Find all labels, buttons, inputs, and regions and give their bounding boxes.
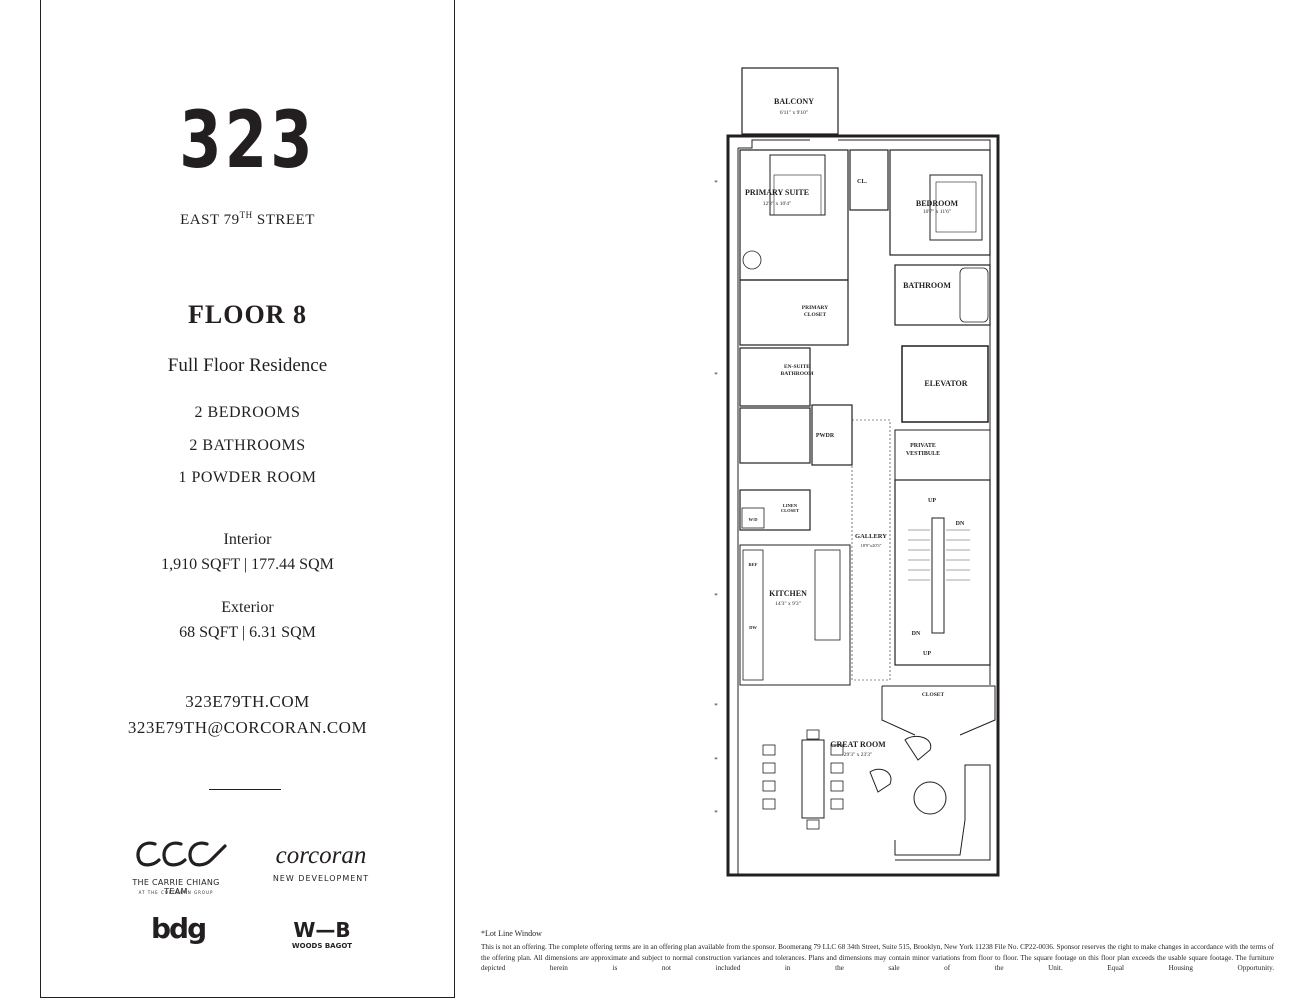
label-cl: CL.	[857, 179, 867, 185]
street-name: EAST 79TH STREET	[180, 210, 315, 228]
lot-line-mark-3: *	[714, 592, 718, 600]
email-link[interactable]: 323E79TH@CORCORAN.COM	[127, 718, 368, 737]
label-balcony: BALCONY	[774, 97, 814, 106]
label-linen-2: CLOSET	[781, 508, 799, 513]
lot-line-mark-2: *	[714, 371, 718, 379]
label-vestibule-2: VESTIBULE	[906, 451, 940, 457]
ccc-logo-sub: AT THE CORCORAN GROUP	[138, 890, 214, 895]
lot-line-mark-5: *	[714, 756, 718, 764]
spec-powder-room: 1 POWDER ROOM	[178, 469, 317, 486]
stair-treads	[908, 529, 970, 581]
label-great-room-dim: 29'3" x 23'3"	[844, 752, 872, 758]
label-primary-closet-2: CLOSET	[804, 312, 827, 318]
residence-type: Full Floor Residence	[167, 355, 328, 376]
exterior-label: Exterior	[221, 599, 274, 616]
label-primary-suite: PRIMARY SUITE	[745, 188, 809, 197]
bdg-logo: bdg	[151, 912, 207, 945]
label-primary-closet-1: PRIMARY	[802, 305, 828, 311]
label-closet: CLOSET	[922, 692, 945, 698]
floor-title: FLOOR 8	[188, 300, 307, 329]
label-up-top: UP	[928, 498, 936, 504]
lot-line-mark-4: *	[714, 702, 718, 710]
lot-line-mark-1: *	[714, 179, 718, 187]
label-primary-suite-dim: 12'2" x 10'4"	[763, 201, 791, 207]
label-gallery-dim: 18'9"x20'3"	[860, 543, 881, 548]
building-number: 323	[179, 96, 316, 186]
label-ensuite-2: BATHROOM	[781, 371, 815, 377]
corcoran-logo: corcoran	[275, 842, 367, 869]
interior-label: Interior	[223, 531, 272, 548]
label-dn-right: DN	[956, 521, 965, 527]
label-great-room: GREAT ROOM	[830, 740, 886, 749]
label-vestibule-1: PRIVATE	[910, 443, 936, 449]
label-kitchen: KITCHEN	[769, 589, 807, 598]
ccc-logo-name: THE CARRIE CHIANG TEAM	[132, 878, 220, 896]
label-dw: DW	[749, 625, 757, 630]
website-link[interactable]: 323E79TH.COM	[185, 692, 310, 711]
label-gallery: GALLERY	[855, 533, 887, 540]
footnote-title: *Lot Line Window	[481, 929, 542, 938]
floor-plan: BALCONY 6'11" x 9'10" PRIMARY SUITE 12'2…	[714, 67, 1000, 877]
balcony-outline	[741, 67, 839, 135]
woods-bagot-logo: W—B	[293, 918, 351, 942]
label-up-bottom: UP	[923, 651, 931, 657]
info-panel: 323 EAST 79TH STREET FLOOR 8 Full Floor …	[40, 0, 455, 998]
exterior-wall	[726, 134, 1000, 877]
divider	[209, 789, 281, 790]
interior-value: 1,910 SQFT | 177.44 SQM	[161, 556, 334, 573]
footnote-disclaimer: This is not an offering. The complete of…	[481, 943, 1274, 972]
label-wd: W/D	[749, 517, 759, 522]
label-ensuite-1: EN-SUITE	[784, 364, 810, 370]
label-bedroom-dim: 10'7" x 11'6"	[923, 209, 951, 215]
label-elevator: ELEVATOR	[924, 379, 967, 388]
spec-bedrooms: 2 BEDROOMS	[194, 404, 301, 421]
lot-line-mark-6: *	[714, 809, 718, 817]
corcoran-logo-sub: NEW DEVELOPMENT	[272, 874, 370, 883]
label-pwdr: PWDR	[816, 433, 835, 439]
label-dn-left: DN	[912, 631, 921, 637]
label-linen-1: LINEN	[783, 503, 798, 508]
label-bedroom: BEDROOM	[916, 199, 959, 208]
spec-bathrooms: 2 BATHROOMS	[189, 437, 306, 454]
exterior-value: 68 SQFT | 6.31 SQM	[179, 624, 316, 641]
label-kitchen-dim: 14'3" x 9'3"	[775, 601, 801, 607]
label-bathroom: BATHROOM	[903, 281, 951, 290]
woods-bagot-logo-sub: WOODS BAGOT	[291, 942, 353, 950]
label-ref: REF	[749, 562, 758, 567]
label-balcony-dim: 6'11" x 9'10"	[780, 110, 808, 116]
ccc-logo-mark	[136, 841, 227, 867]
